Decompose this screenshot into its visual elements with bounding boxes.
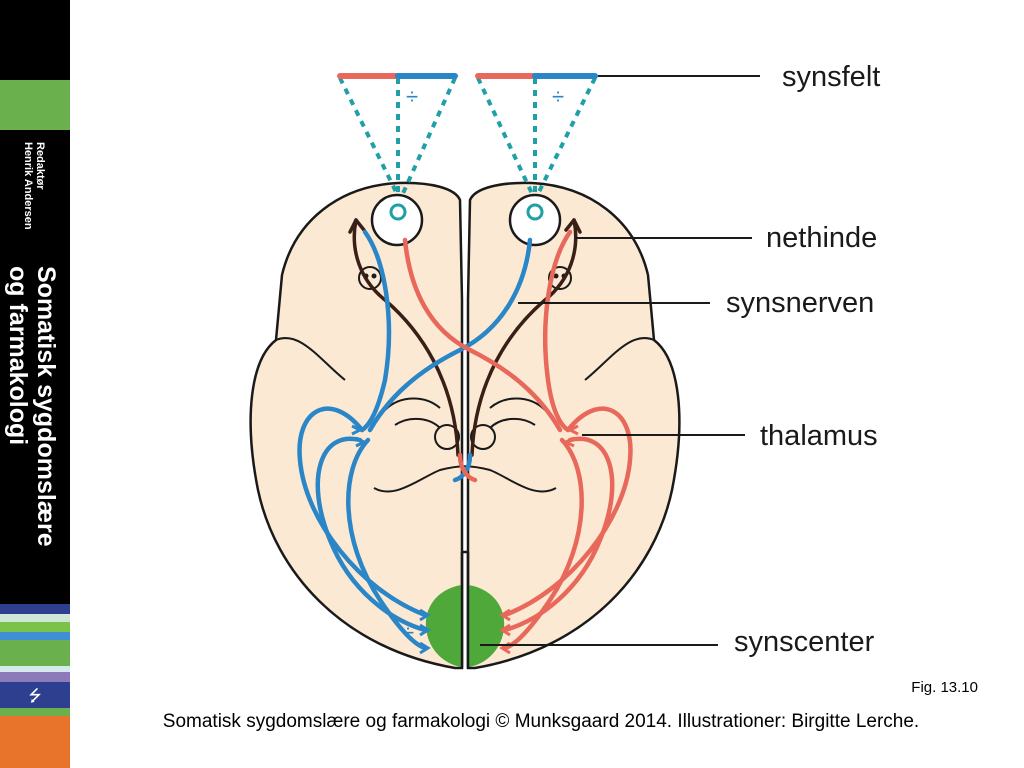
spine-stripe [0, 682, 70, 708]
blue-synapses [351, 424, 431, 655]
spine-stripe [0, 640, 70, 666]
spine-stripe [0, 604, 70, 614]
field-division-symbol: ÷ [406, 84, 418, 109]
spine-stripe [0, 614, 70, 622]
pupillary-pathways [348, 218, 582, 457]
spine-stripe [0, 666, 70, 672]
red-optic-pathway [402, 229, 633, 651]
spine-green-band [0, 80, 70, 130]
brainstem-contours [275, 337, 655, 493]
label-synsnerven: synsnerven [726, 287, 874, 319]
spine-editor-role: Redaktør [34, 142, 46, 190]
spine-stripe [0, 672, 70, 682]
spine-stripe [0, 716, 70, 768]
eyes [370, 193, 562, 247]
figure-number: Fig. 13.10 [911, 679, 978, 696]
spine-book-title: Somatisk sygdomslære og farmakologi [4, 266, 60, 547]
spine-title-line-1: Somatisk sygdomslære [32, 266, 60, 547]
book-spine: Redaktør Henrik Andersen Somatisk sygdom… [0, 0, 70, 768]
spine-stripe [0, 622, 70, 632]
brain-outline [249, 181, 681, 670]
label-synscenter: synscenter [734, 626, 875, 658]
field-division-symbol: ÷ [552, 84, 564, 109]
leader-lines [480, 75, 760, 646]
figure-caption: Somatisk sygdomslære og farmakologi © Mu… [162, 711, 920, 732]
spine-title-line-2: og farmakologi [4, 266, 32, 446]
visual-cortex [425, 550, 505, 668]
spine-stripe [0, 632, 70, 640]
publisher-logo-icon: ⭍ [28, 688, 42, 705]
label-thalamus: thalamus [760, 420, 878, 452]
blue-optic-pathway [297, 229, 533, 651]
spine-stripe [0, 708, 70, 716]
spine-editor-name: Henrik Andersen [22, 142, 34, 230]
label-nethinde: nethinde [766, 222, 877, 254]
spine-editor: Redaktør Henrik Andersen [22, 142, 46, 230]
label-synsfelt: synsfelt [782, 61, 880, 93]
